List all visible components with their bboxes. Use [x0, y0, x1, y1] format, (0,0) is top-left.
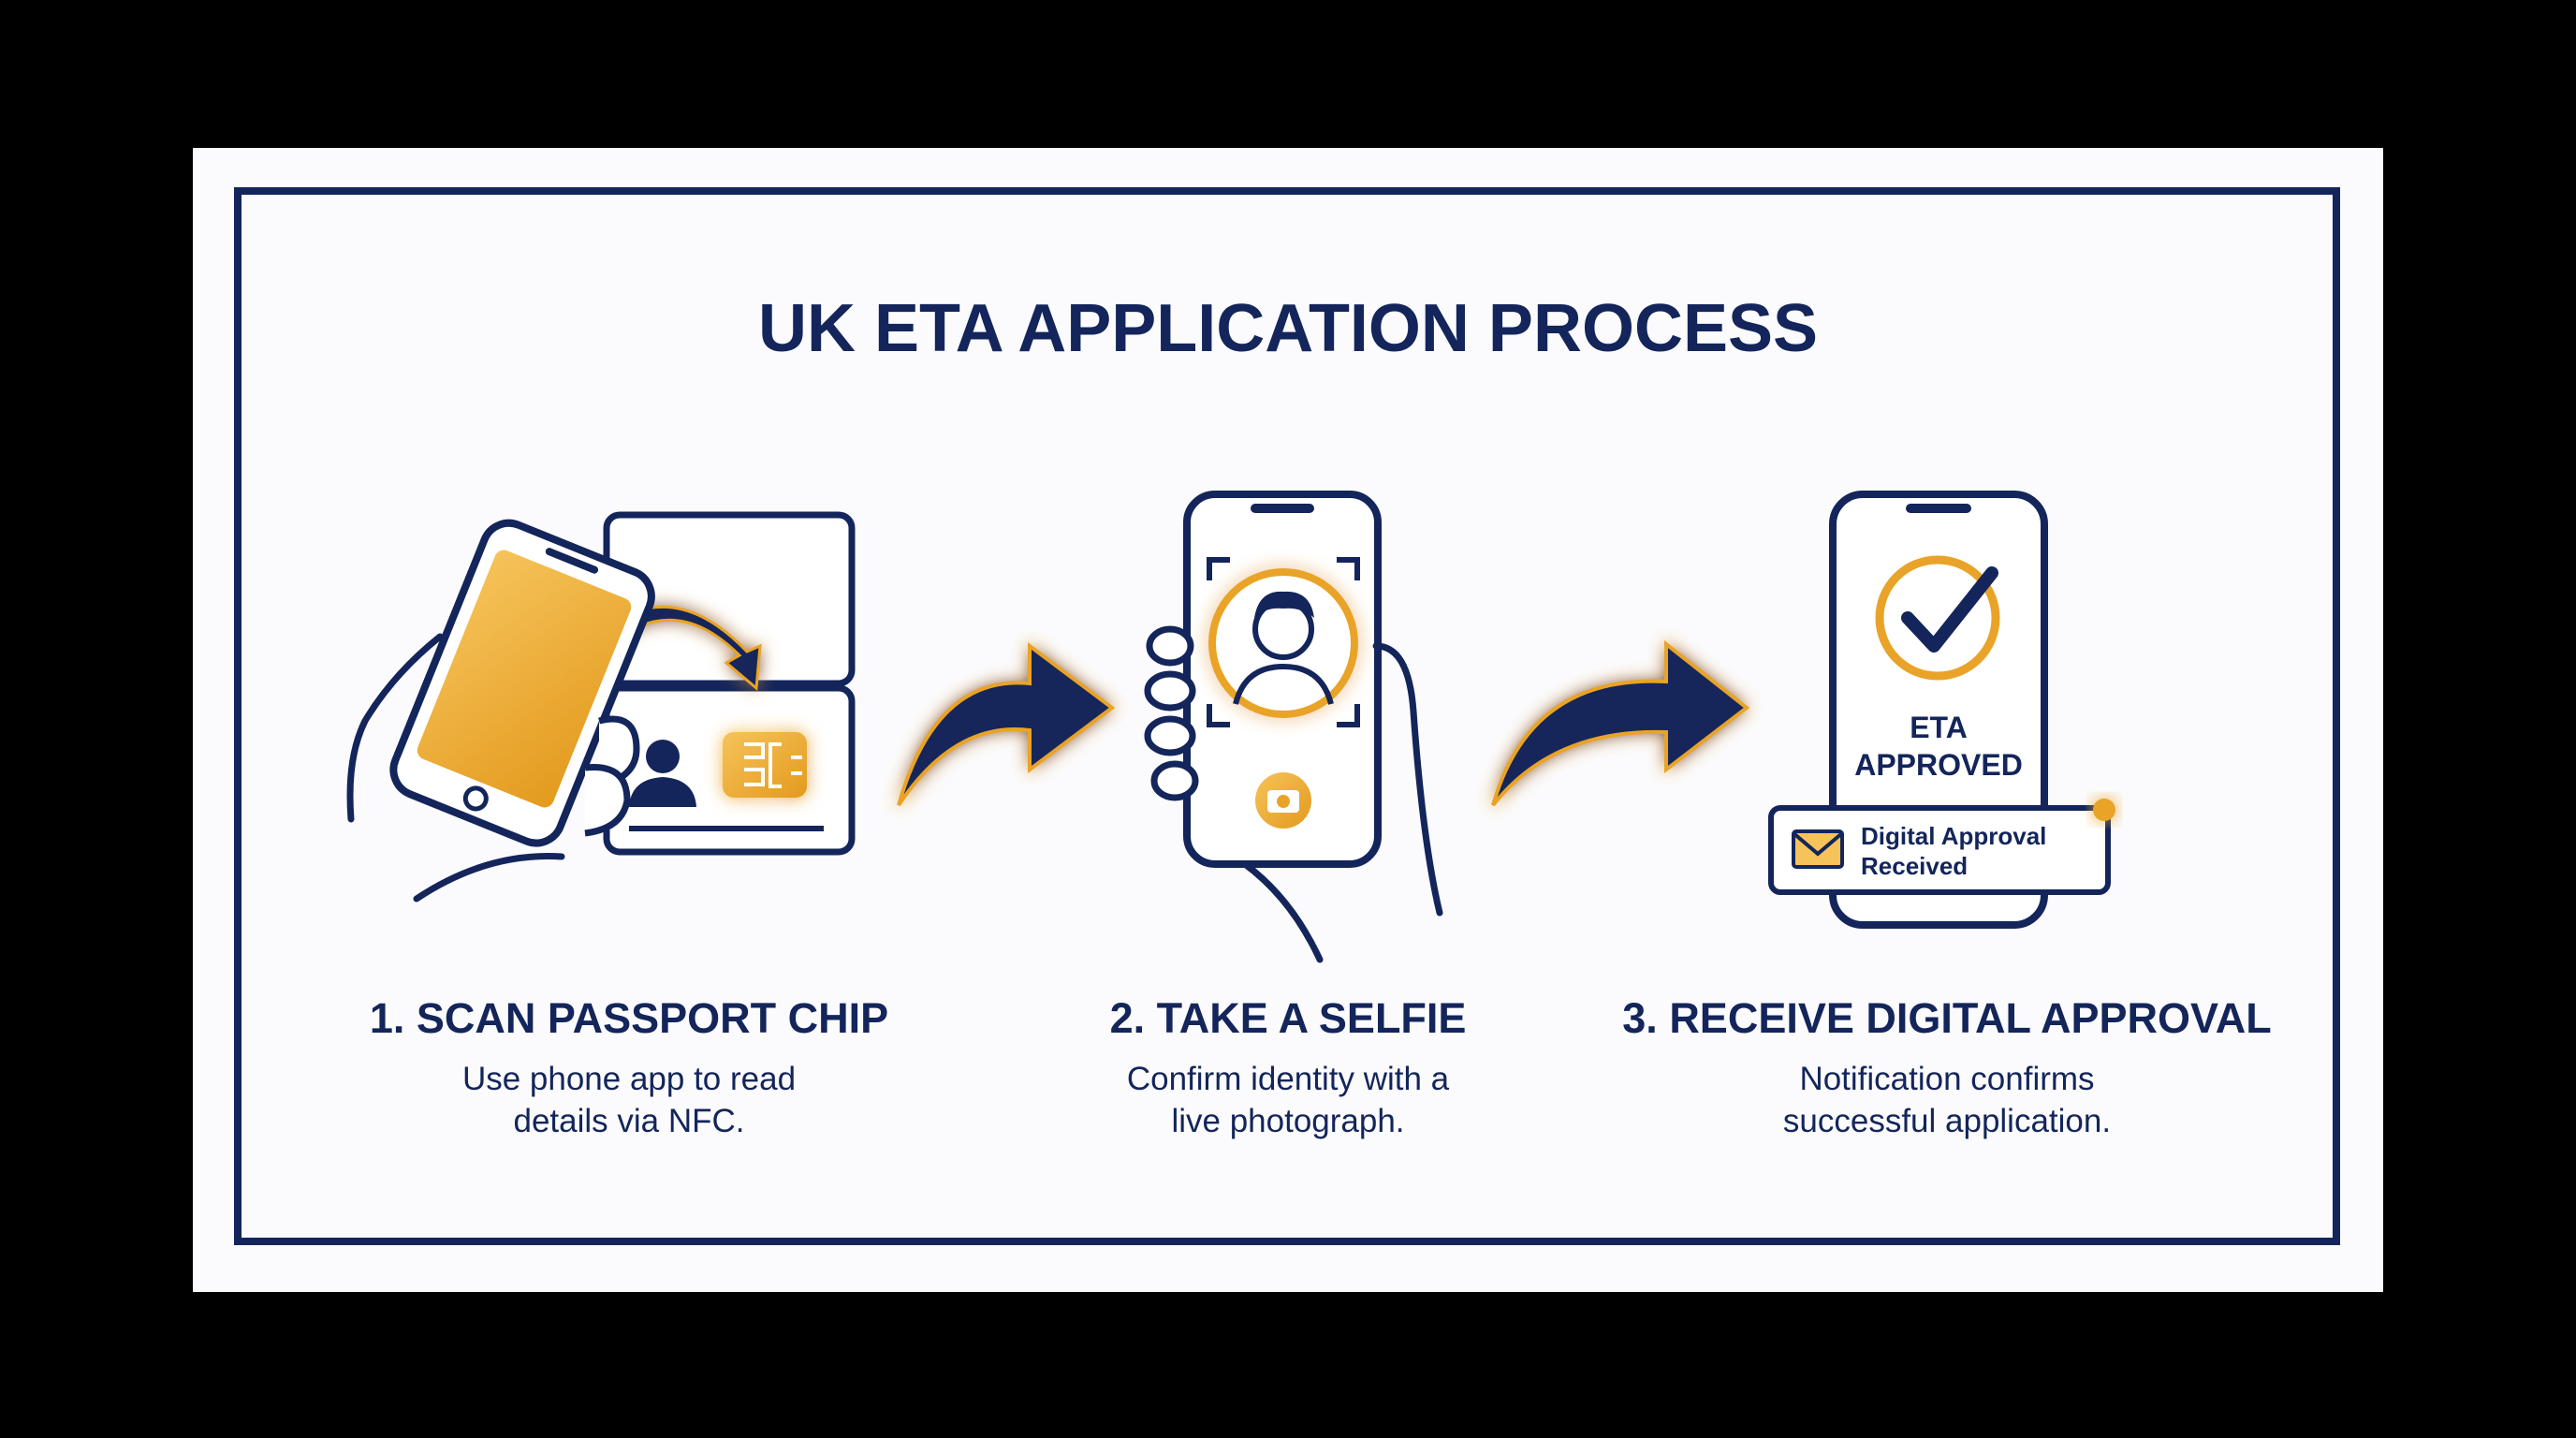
phone-status-line-1: ETA: [1910, 711, 1968, 744]
step-2-illustration: [1144, 491, 1443, 963]
passport-icon: [603, 511, 856, 856]
notification-dot: [2093, 799, 2115, 821]
step-1-heading: 1. SCAN PASSPORT CHIP: [369, 994, 889, 1042]
page-title: UK ETA APPLICATION PROCESS: [757, 291, 1819, 366]
step-1-desc-line-1: Use phone app to read: [461, 1061, 797, 1097]
camera-icon[interactable]: [1255, 772, 1311, 829]
step-2-desc-line-2: live photograph.: [1171, 1103, 1405, 1139]
notification-line-2: Received: [1861, 852, 1968, 880]
phone-status-line-2: APPROVED: [1854, 748, 2023, 782]
face-scan-icon: [1207, 557, 1360, 727]
step-arrow-1: [897, 642, 1116, 807]
step-3-desc-line-2: successful application.: [1782, 1103, 2112, 1139]
step-2-description: Confirm identity with a live photograph.: [960, 1058, 1616, 1142]
step-1-description: Use phone app to read details via NFC.: [301, 1058, 957, 1142]
step-arrow-2: [1491, 639, 1750, 807]
step-1-desc-line-2: details via NFC.: [513, 1103, 745, 1139]
step-2-heading: 2. TAKE A SELFIE: [1109, 994, 1467, 1042]
infographic-border: [234, 187, 2340, 1245]
hand-holding-phone-icon: [1144, 491, 1443, 963]
checkmark-circle-icon: [1875, 555, 2000, 681]
step-2-desc-line-1: Confirm identity with a: [1126, 1061, 1450, 1097]
approval-notification[interactable]: Digital Approval Received: [1768, 799, 2115, 895]
envelope-icon: [1792, 829, 1844, 869]
notification-line-1: Digital Approval: [1861, 822, 2046, 850]
step-1-illustration: [346, 511, 856, 902]
step-3-heading: 3. RECEIVE DIGITAL APPROVAL: [1622, 994, 2272, 1042]
nfc-chip-icon: [723, 732, 807, 798]
step-3-desc-line-1: Notification confirms: [1799, 1061, 2095, 1097]
step-3-description: Notification confirms successful applica…: [1619, 1058, 2275, 1142]
step-3-illustration: ETA APPROVED Digital Approval Received: [1768, 491, 2115, 929]
